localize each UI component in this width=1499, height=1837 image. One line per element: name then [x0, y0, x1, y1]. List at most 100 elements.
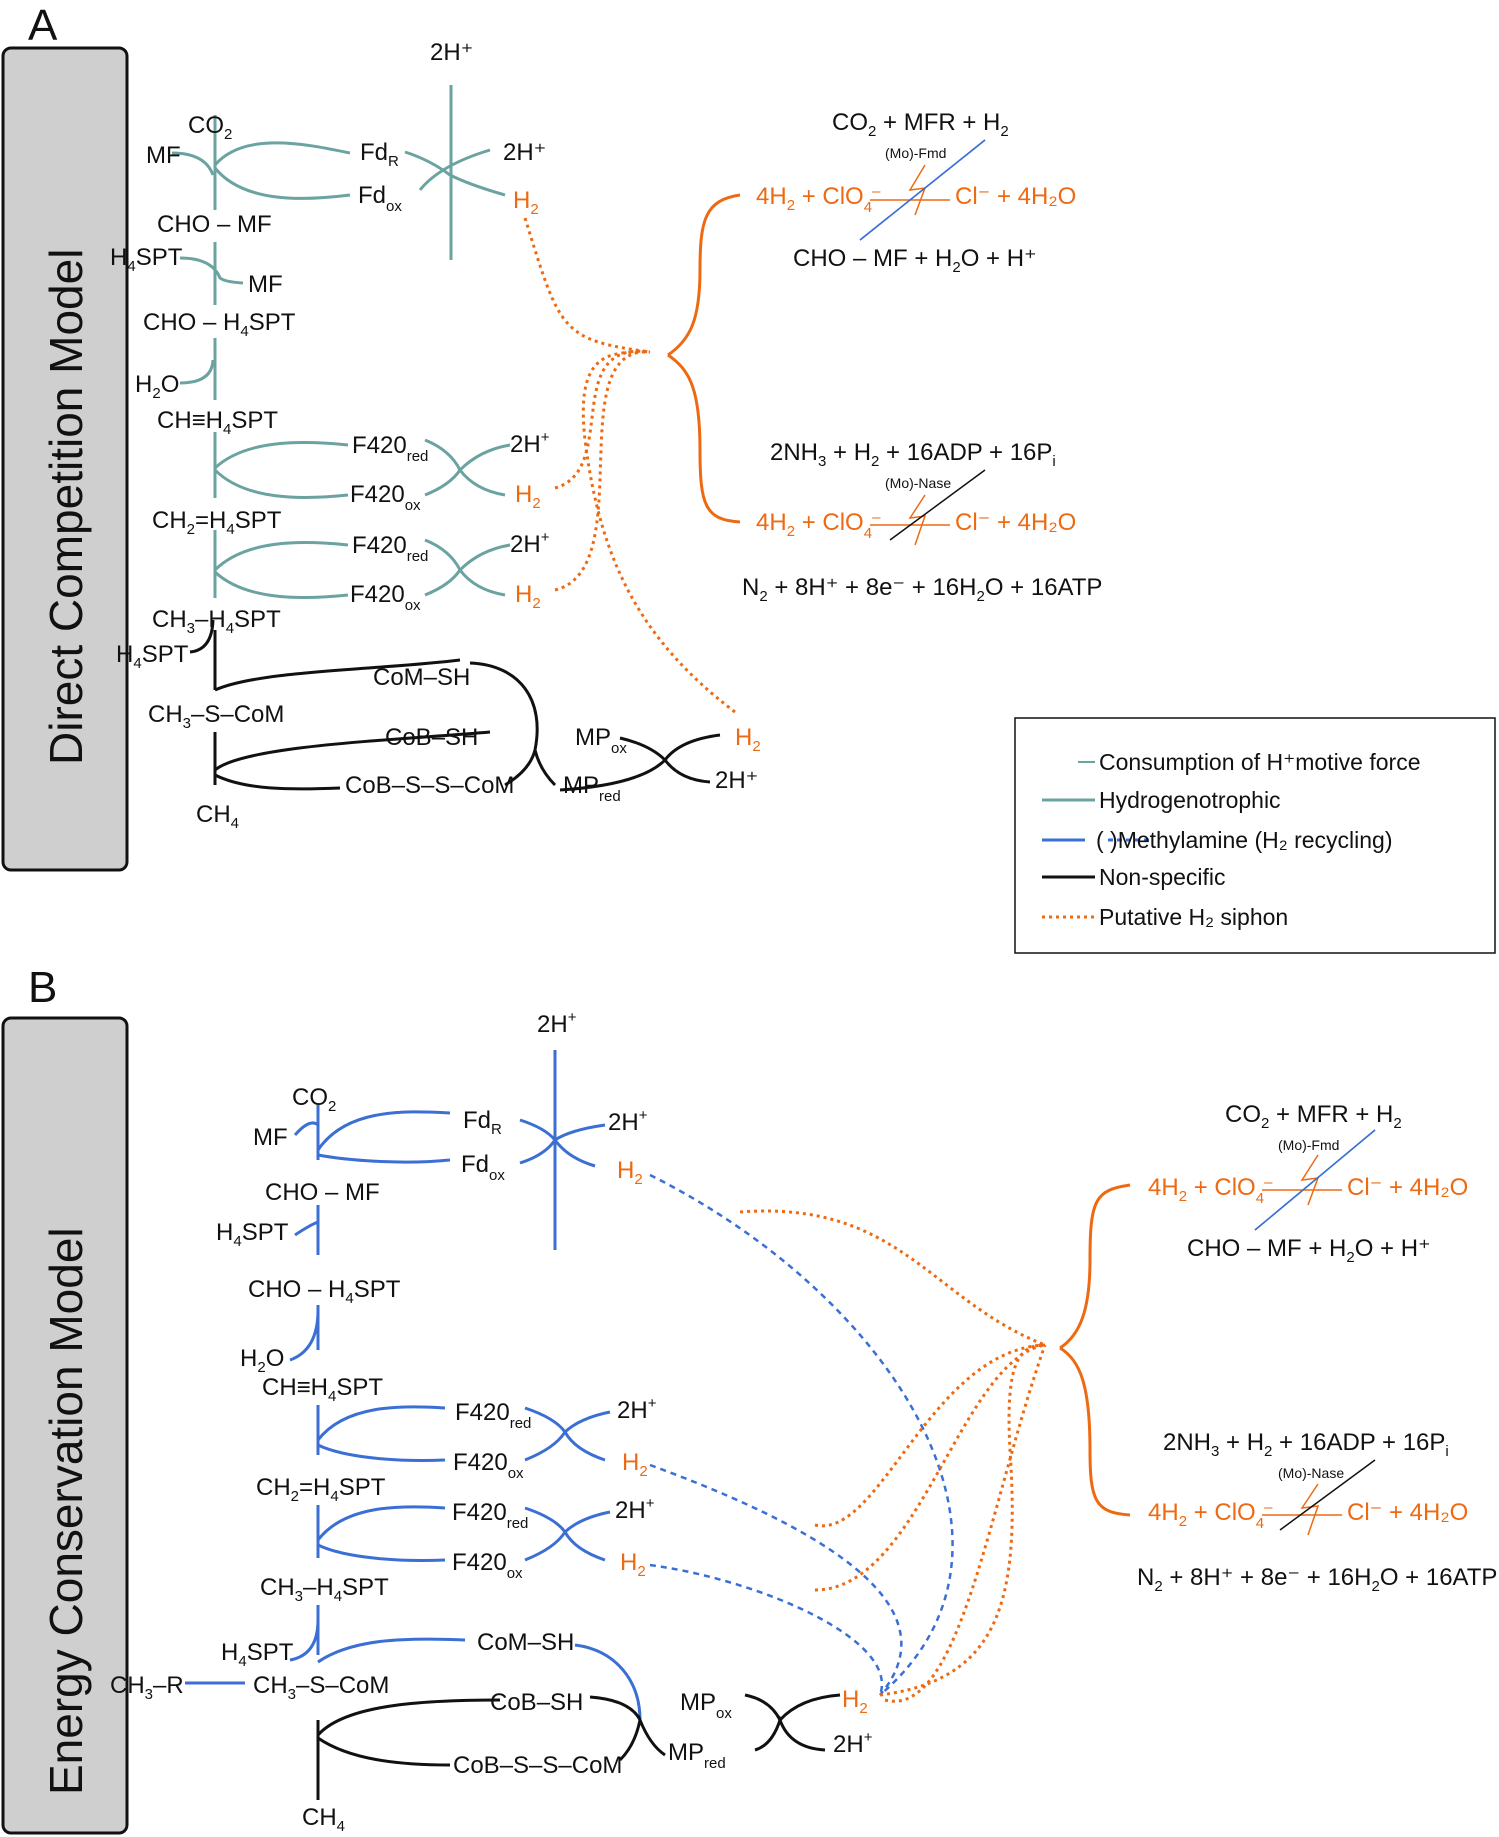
panel-b-letter: B	[28, 963, 57, 1012]
a-h2o-label: H2O	[135, 371, 179, 402]
a-com-sh-label: CoM–SH	[373, 664, 470, 691]
a-mpox-label: MPox	[575, 724, 627, 757]
a-f420ox-1: F420ox	[350, 481, 421, 514]
svg-text:Cl⁻ + 4H₂O: Cl⁻ + 4H₂O	[955, 183, 1076, 210]
b-h2o-label: H2O	[240, 1345, 284, 1376]
b-f420ox-1: F420ox	[453, 1449, 524, 1482]
a-2h-2: 2H+	[510, 529, 550, 558]
a-2h-mp-label: 2H⁺	[715, 767, 758, 794]
a-h2-mp-label: H2	[735, 724, 761, 755]
b-fdox-label: Fdox	[461, 1151, 505, 1184]
panel-a-banner	[1, 46, 129, 872]
b-ch3-s-com-label: CH3–S–CoM	[253, 1672, 389, 1703]
svg-text:(Mo)-Fmd: (Mo)-Fmd	[885, 145, 946, 161]
b-h4spt-label: H4SPT	[216, 1219, 289, 1250]
svg-text:Cl⁻ + 4H₂O: Cl⁻ + 4H₂O	[1347, 1499, 1468, 1526]
panel-a: A Direct Competition Model	[1, 1, 1496, 954]
a-ch-h4spt-label: CH≡H4SPT	[157, 407, 278, 438]
svg-text:CO2 + MFR + H2: CO2 + MFR + H2	[832, 109, 1009, 140]
a-nase-reaction: 2NH3 + H2 + 16ADP + 16Pi (Mo)-Nase 4H2 +…	[742, 439, 1102, 605]
b-mf-label: MF	[253, 1124, 288, 1151]
svg-text:Cl⁻ + 4H₂O: Cl⁻ + 4H₂O	[955, 509, 1076, 536]
legend-item-methylamine: ( )Methylamine (H₂ recycling)	[1096, 827, 1392, 853]
svg-text:4H2 + ClO4–: 4H2 + ClO4–	[1148, 1499, 1273, 1532]
legend-item-nonspecific: Non-specific	[1099, 864, 1226, 890]
a-cob-s-s-com-label: CoB–S–S–CoM	[345, 772, 514, 799]
b-fmd-reaction: CO2 + MFR + H2 (Mo)-Fmd 4H2 + ClO4– Cl⁻ …	[1148, 1101, 1468, 1266]
legend-item-hydrogenotrophic: Hydrogenotrophic	[1099, 787, 1281, 813]
svg-text:Cl⁻ + 4H₂O: Cl⁻ + 4H₂O	[1347, 1174, 1468, 1201]
b-2h-1: 2H+	[617, 1395, 657, 1424]
b-h2-1: H2	[622, 1449, 648, 1480]
chevron-arrow-icon	[1078, 761, 1095, 763]
b-h2-mp-label: H2	[842, 1686, 868, 1717]
b-cob-sh-label: CoB–SH	[490, 1689, 583, 1716]
a-2h-top-label: 2H⁺	[430, 39, 473, 66]
svg-text:CO2 + MFR + H2: CO2 + MFR + H2	[1225, 1101, 1402, 1132]
b-mpred-label: MPred	[668, 1739, 726, 1772]
a-h4spt2-label: H4SPT	[116, 641, 189, 672]
b-f420red-1: F420red	[455, 1399, 531, 1432]
panel-b-title: Energy Conservation Model	[40, 1227, 92, 1795]
a-f420ox-2: F420ox	[350, 581, 421, 614]
b-ch-h4spt-label: CH≡H4SPT	[262, 1374, 383, 1405]
a-h4spt-label: H4SPT	[110, 244, 183, 275]
a-fdox-label: Fdox	[358, 182, 402, 215]
a-fmd-reaction: CO2 + MFR + H2 (Mo)-Fmd 4H2 + ClO4– Cl⁻ …	[756, 109, 1076, 276]
b-fdr-label: FdR	[463, 1107, 502, 1138]
a-ch3-s-com-label: CH3–S–CoM	[148, 701, 284, 732]
b-ch2-h4spt-label: CH2=H4SPT	[256, 1474, 386, 1505]
a-ch3-h4spt-label: CH3–H4SPT	[152, 606, 281, 637]
svg-text:4H2 + ClO4–: 4H2 + ClO4–	[756, 183, 881, 216]
a-mf-label: MF	[146, 142, 181, 169]
b-cho-mf-label: CHO – MF	[265, 1179, 380, 1206]
a-mf2-label: MF	[248, 271, 283, 298]
a-f420red-1: F420red	[352, 432, 428, 465]
svg-text:4H2 + ClO4–: 4H2 + ClO4–	[1148, 1174, 1273, 1207]
legend-item-hmf: Consumption of H⁺motive force	[1099, 749, 1421, 775]
legend: Consumption of H⁺motive force Hydrogenot…	[1014, 717, 1496, 954]
a-2h-out-label: 2H⁺	[503, 139, 546, 166]
b-h2-2: H2	[620, 1549, 646, 1580]
a-mpred-label: MPred	[563, 772, 621, 805]
svg-text:(Mo)-Nase: (Mo)-Nase	[1278, 1465, 1344, 1481]
a-cho-h4spt-label: CHO – H4SPT	[143, 309, 296, 340]
b-h2-fd-label: H2	[617, 1157, 643, 1188]
b-com-sh-label: CoM–SH	[477, 1629, 574, 1656]
legend-item-siphon: Putative H₂ siphon	[1099, 904, 1288, 930]
a-cob-sh-label: CoB–SH	[385, 724, 478, 751]
a-h2-fd-label: H2	[513, 187, 539, 218]
b-nase-reaction: 2NH3 + H2 + 16ADP + 16Pi (Mo)-Nase 4H2 +…	[1137, 1429, 1497, 1595]
svg-text:N2 + 8H⁺ + 8e⁻ + 16H2O + 16ATP: N2 + 8H⁺ + 8e⁻ + 16H2O + 16ATP	[742, 574, 1102, 605]
a-fdr-label: FdR	[360, 139, 399, 170]
panel-a-title: Direct Competition Model	[40, 249, 92, 765]
svg-text:(Mo)-Nase: (Mo)-Nase	[885, 475, 951, 491]
a-h2-1: H2	[515, 481, 541, 512]
b-2h-2: 2H+	[615, 1495, 655, 1524]
b-2h-out-label: 2H+	[608, 1107, 648, 1136]
svg-text:CHO – MF + H2O + H⁺: CHO – MF + H2O + H⁺	[1187, 1235, 1431, 1266]
panel-b-banner	[1, 1016, 129, 1835]
b-cob-s-s-com-label: CoB–S–S–CoM	[453, 1752, 622, 1779]
b-co2-label: CO2	[292, 1084, 336, 1115]
b-mpox-label: MPox	[680, 1689, 732, 1722]
panel-a-letter: A	[28, 1, 58, 50]
svg-text:CHO – MF + H2O + H⁺: CHO – MF + H2O + H⁺	[793, 245, 1037, 276]
b-2h-mp-label: 2H+	[833, 1729, 873, 1758]
b-2h-top-label: 2H+	[537, 1009, 577, 1038]
a-cho-mf-label: CHO – MF	[157, 211, 272, 238]
b-h4spt2-label: H4SPT	[221, 1639, 294, 1670]
panel-b: B Energy Conservation Model	[1, 963, 1497, 1835]
b-f420ox-2: F420ox	[452, 1549, 523, 1582]
a-ch2-h4spt-label: CH2=H4SPT	[152, 507, 282, 538]
b-ch3-h4spt-label: CH3–H4SPT	[260, 1574, 389, 1605]
svg-text:N2 + 8H⁺ + 8e⁻ + 16H2O + 16ATP: N2 + 8H⁺ + 8e⁻ + 16H2O + 16ATP	[1137, 1564, 1497, 1595]
svg-text:(Mo)-Fmd: (Mo)-Fmd	[1278, 1137, 1339, 1153]
a-h2-2: H2	[515, 581, 541, 612]
a-co2-label: CO2	[188, 112, 232, 143]
b-f420red-2: F420red	[452, 1499, 528, 1532]
a-f420red-2: F420red	[352, 532, 428, 565]
svg-text:2NH3 + H2 + 16ADP + 16Pi: 2NH3 + H2 + 16ADP + 16Pi	[1163, 1429, 1449, 1460]
svg-text:2NH3 + H2 + 16ADP + 16Pi: 2NH3 + H2 + 16ADP + 16Pi	[770, 439, 1056, 470]
